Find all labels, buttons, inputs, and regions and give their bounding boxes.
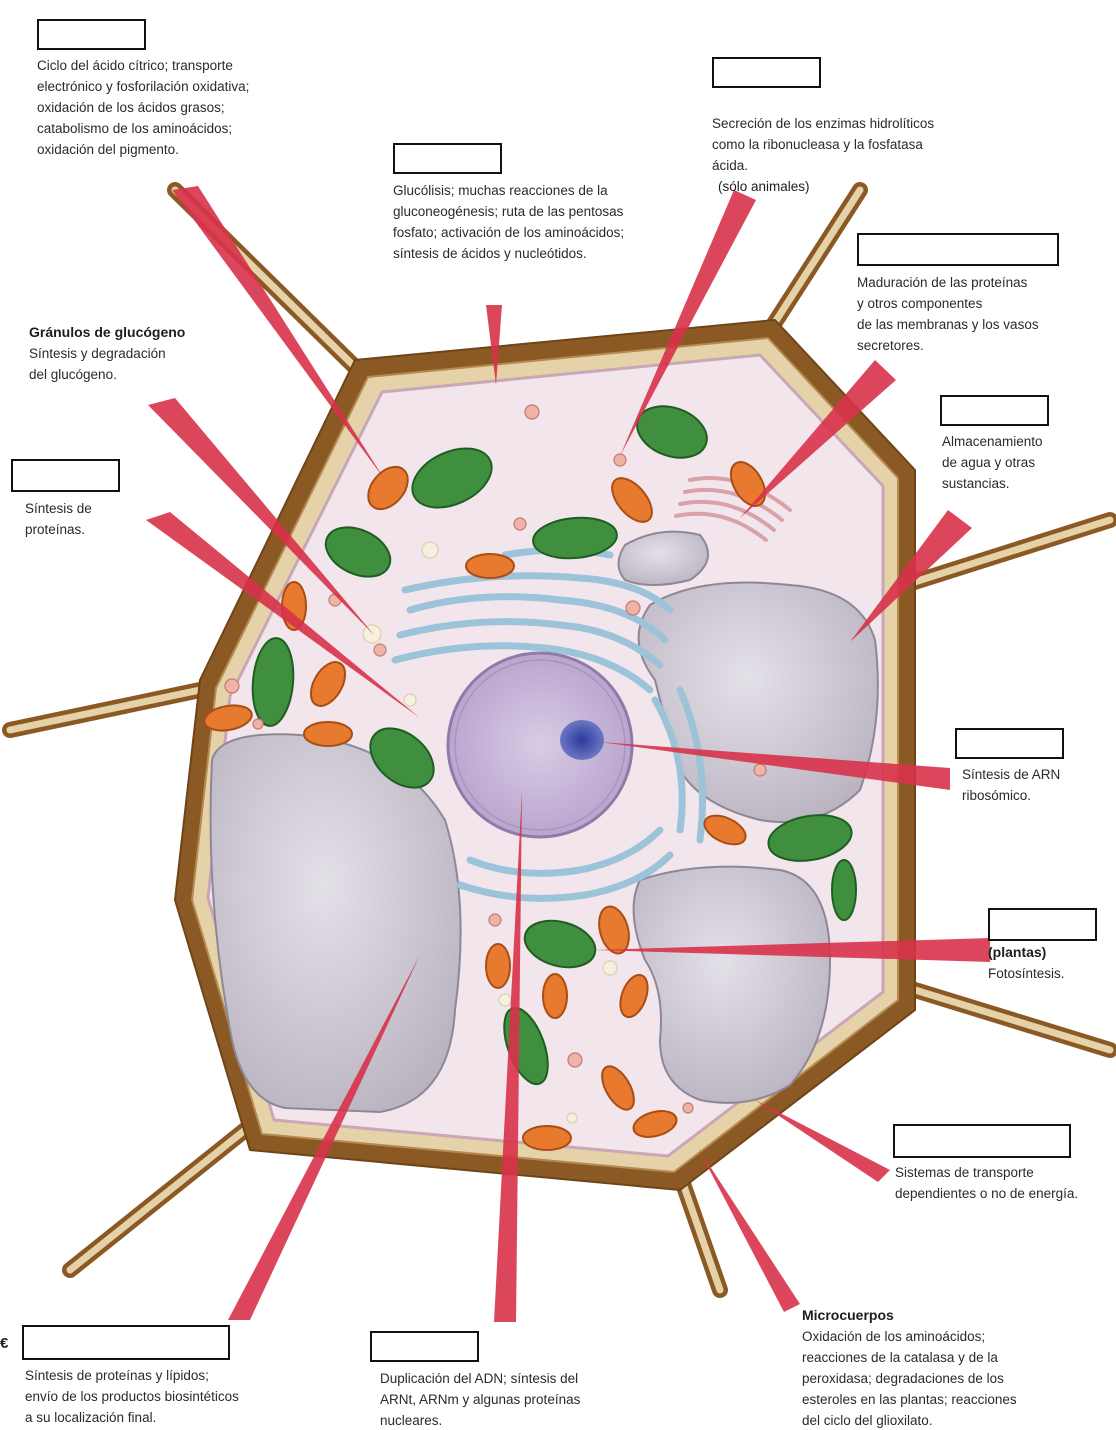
blank-label-box-mitochondria[interactable] <box>37 19 146 50</box>
blank-label-box-er[interactable] <box>22 1325 230 1360</box>
er-description: Síntesis de proteínas y lípidos; envío d… <box>25 1365 239 1428</box>
blank-label-box-nucleolus[interactable] <box>955 728 1064 759</box>
microbody-description: Oxidación de los aminoácidos; reacciones… <box>802 1326 1017 1430</box>
nucleus-description: Duplicación del ADN; síntesis del ARNt, … <box>380 1368 580 1430</box>
nucleus <box>448 653 632 837</box>
lysosome-description-text: Secreción de los enzimas hidrolíticos co… <box>712 116 934 173</box>
lysosome-description: Secreción de los enzimas hidrolíticos co… <box>712 92 934 197</box>
mitochondria-description: Ciclo del ácido cítrico; transporte elec… <box>37 55 249 160</box>
pointer-membrane <box>755 1100 890 1182</box>
stray-character: € <box>0 1333 8 1354</box>
mitochondrion <box>466 554 514 578</box>
blank-label-box-cytosol[interactable] <box>393 143 502 174</box>
ribosome-description: Síntesis de proteínas. <box>25 498 92 540</box>
blank-label-box-membrane[interactable] <box>893 1124 1071 1158</box>
vacuole-left <box>211 734 461 1112</box>
blank-label-box-golgi[interactable] <box>857 233 1059 266</box>
mitochondrion <box>523 1126 571 1150</box>
mitochondrion <box>304 722 352 746</box>
blank-label-box-lysosome[interactable] <box>712 57 821 88</box>
blank-label-box-vacuole[interactable] <box>940 395 1049 426</box>
glycogen-description: Síntesis y degradación del glucógeno. <box>29 343 166 385</box>
golgi-description: Maduración de las proteínas y otros comp… <box>857 272 1039 356</box>
vacuole-description: Almacenamiento de agua y otras sustancia… <box>942 431 1043 494</box>
nucleolus <box>560 720 604 760</box>
mitochondrion <box>543 974 567 1018</box>
cytosol-description: Glucólisis; muchas reacciones de la gluc… <box>393 180 624 264</box>
glycogen-title: Gránulos de glucógeno <box>29 322 185 343</box>
membrane-description: Sistemas de transporte dependientes o no… <box>895 1162 1078 1204</box>
chloroplast-hint: (plantas) <box>988 942 1046 963</box>
microbody-title: Microcuerpos <box>802 1305 894 1326</box>
blank-label-box-chloroplast[interactable] <box>988 908 1097 941</box>
lysosome-note: (sólo animales) <box>718 179 810 194</box>
mitochondrion <box>486 944 510 988</box>
blank-label-box-ribosome[interactable] <box>11 459 120 492</box>
blank-label-box-nucleus[interactable] <box>370 1331 479 1362</box>
nucleolus-description: Síntesis de ARN ribosómico. <box>962 764 1060 806</box>
chloroplast-description: Fotosíntesis. <box>988 963 1065 984</box>
chloroplast <box>832 860 856 920</box>
